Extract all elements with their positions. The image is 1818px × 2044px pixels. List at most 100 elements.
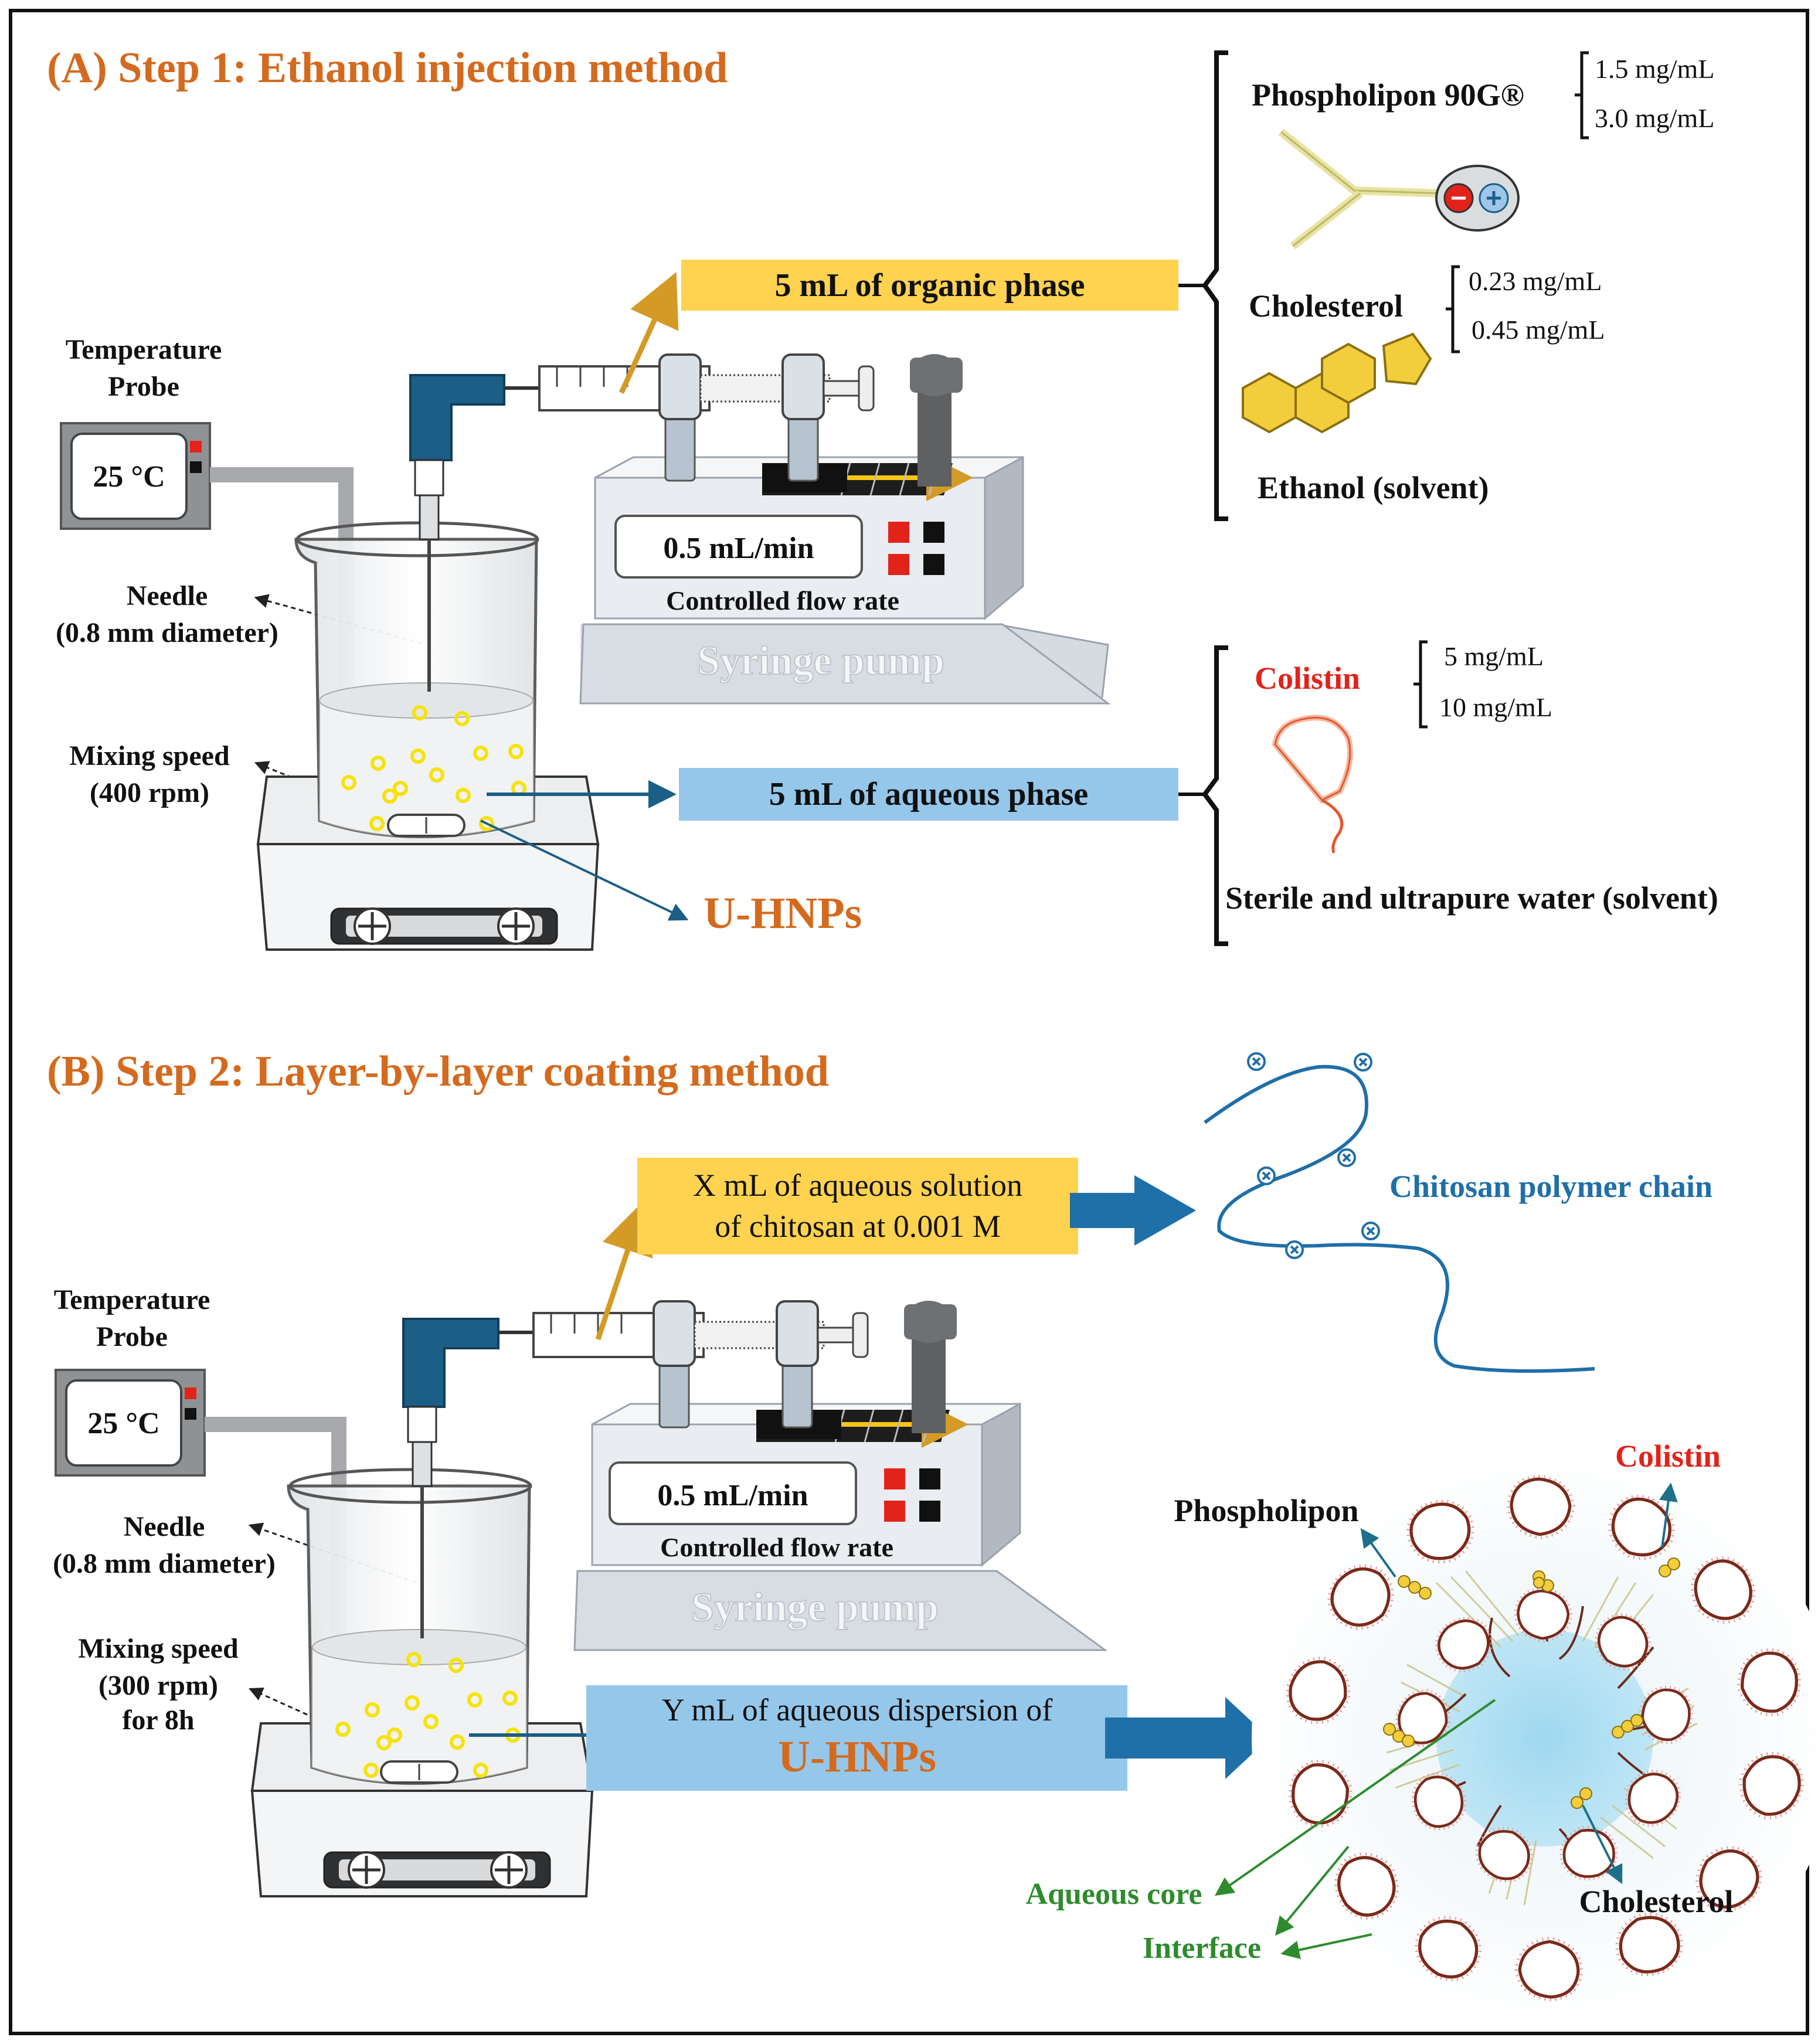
water-label: Sterile and ultrapure water (solvent): [1225, 880, 1718, 916]
colistin-loop: [1699, 1849, 1759, 1909]
cholesterol-conc-2: 0.45 mg/mL: [1472, 315, 1605, 345]
step1-probe-label-2: Probe: [108, 371, 179, 402]
step1-pump-display: 0.5 mL/min: [663, 532, 814, 565]
step1-title: (A) Step 1: Ethanol injection method: [47, 44, 728, 92]
colistin-loop-dots: [1690, 1556, 1756, 1624]
step1-organic-box-label: 5 mL of organic phase: [775, 267, 1085, 304]
colistin-loop: [1741, 1651, 1798, 1713]
cholesterol-icon: [1242, 332, 1432, 434]
step2-beaker: [287, 1468, 532, 1785]
colistin-loop: [1517, 1589, 1570, 1640]
cholesterol-conc-1: 0.23 mg/mL: [1469, 266, 1602, 296]
colistin-conc-1: 5 mg/mL: [1444, 641, 1544, 671]
phospholipon-brace: [1575, 51, 1589, 140]
np-interface-label: Interface: [1143, 1931, 1261, 1965]
colistin-loop-dots: [1514, 1936, 1583, 2002]
colistin-brace: [1413, 640, 1428, 729]
step1-needle-label-2: (0.8 mm diameter): [56, 617, 278, 648]
step2-probe-label-2: Probe: [96, 1321, 168, 1352]
colistin-loop: [1413, 1776, 1464, 1828]
step1-needle-label-1: Needle: [127, 580, 208, 611]
colistin-loop-dots: [1514, 1587, 1573, 1643]
step2-temperature-probe: 25 °C: [55, 1369, 346, 1706]
colistin-loop: [1418, 1919, 1479, 1979]
colistin-loop-dots: [1435, 1617, 1493, 1672]
np-phospholipon-pointer: [1360, 1528, 1396, 1578]
phospholipon-conc-2: 3.0 mg/mL: [1595, 103, 1714, 133]
step2-particles: [335, 1652, 521, 1778]
chitosan-chain-label: Chitosan polymer chain: [1389, 1169, 1712, 1204]
step2-mixing-label-2: (300 rpm): [98, 1670, 218, 1701]
step2-dispersion-box-line-1: Y mL of aqueous dispersion of: [662, 1692, 1052, 1727]
colistin-loop-dots: [1506, 1474, 1575, 1540]
step2-chitosan-box-line-2: of chitosan at 0.001 M: [715, 1209, 1000, 1244]
colistin-loop-dots: [1475, 1827, 1533, 1883]
colistin-loop: [1510, 1477, 1572, 1536]
colistin-loop-dots: [1559, 1826, 1618, 1880]
step1-product-arrow: [480, 819, 689, 921]
step2-dispersion-box: [586, 1685, 1127, 1791]
cholesterol-label: Cholesterol: [1249, 288, 1403, 324]
ethanol-label: Ethanol (solvent): [1258, 470, 1489, 505]
step1-probe-display: 25 °C: [93, 460, 165, 494]
phospholipon-label: Phospholipon 90G®: [1252, 77, 1524, 113]
colistin-loop-dots: [1737, 1648, 1801, 1716]
step1-product-label: U-HNPs: [704, 889, 862, 938]
step1-particles: [341, 705, 526, 831]
step2-probe-label-1: Temperature: [54, 1284, 210, 1315]
colistin-loop: [1627, 1773, 1679, 1824]
step1-pump-name: Syringe pump: [697, 638, 944, 683]
cholesterol-brace: [1446, 265, 1460, 353]
colistin-loop-dots: [1334, 1852, 1399, 1920]
step2-chitosan-big-arrow: [1070, 1175, 1196, 1246]
step2-chitosan-box-line-1: X mL of aqueous solution: [693, 1168, 1022, 1203]
step2-probe-display: 25 °C: [87, 1407, 159, 1440]
colistin-loop: [1518, 1940, 1580, 1999]
step2-chitosan-arrow: [595, 1200, 653, 1341]
colistin-loop-dots: [1406, 1499, 1474, 1563]
colistin-loop-dots: [1625, 1770, 1681, 1827]
step2-pump-display: 0.5 mL/min: [657, 1479, 808, 1512]
phospholipon-conc-1: 1.5 mg/mL: [1595, 54, 1714, 84]
step2-panel: (B) Step 2: Layer-by-layer coating metho…: [47, 1047, 1818, 2031]
colistin-loop: [1337, 1856, 1396, 1917]
colistin-loop-dots: [1289, 1760, 1353, 1828]
colistin-loop-dots: [1286, 1657, 1351, 1725]
colistin-loop-dots: [1615, 1913, 1683, 1977]
step1-organic-box: [681, 260, 1178, 311]
hybrid-nanoparticle-icon: [1252, 1445, 1818, 2031]
step1-syringe-pump: 0.5 mL/min Controlled flow rate Syringe …: [538, 353, 1111, 705]
colistin-loop: [1611, 1497, 1671, 1557]
step2-needle-label-2: (0.8 mm diameter): [53, 1548, 276, 1579]
colistin-loop-dots: [1739, 1751, 1804, 1819]
step1-organic-brace: [1202, 50, 1228, 521]
step1-mixing-label-1: Mixing speed: [69, 740, 230, 771]
chitosan-chain-icon: [1204, 1052, 1595, 1373]
colistin-loop: [1694, 1559, 1752, 1620]
step2-dispersion-box-line-2: U-HNPs: [778, 1732, 936, 1781]
np-colistin-label: Colistin: [1615, 1438, 1721, 1474]
colistin-loop: [1619, 1916, 1680, 1974]
colistin-loop: [1597, 1616, 1649, 1668]
step1-pump-caption: Controlled flow rate: [666, 586, 899, 615]
colistin-loop-dots: [1695, 1846, 1762, 1912]
colistin-loop-dots: [1608, 1494, 1675, 1560]
colistin-loop: [1292, 1763, 1349, 1825]
np-aqueous-core-label: Aqueous core: [1026, 1878, 1202, 1911]
step1-aqueous-box-label: 5 mL of aqueous phase: [769, 776, 1089, 812]
colistin-loop: [1742, 1755, 1801, 1816]
colistin-icon: [1272, 715, 1353, 853]
colistin-loop: [1289, 1660, 1347, 1721]
phospholipid-icon: [1278, 128, 1520, 250]
colistin-loop-dots: [1411, 1772, 1466, 1831]
step2-pump-name: Syringe pump: [691, 1585, 939, 1630]
colistin-loop: [1478, 1830, 1530, 1880]
step2-chitosan-box: [637, 1158, 1078, 1254]
np-colistin-pointer: [1659, 1482, 1678, 1548]
step2-title: (B) Step 2: Layer-by-layer coating metho…: [47, 1047, 829, 1096]
step1-mixing-label-2: (400 rpm): [90, 777, 209, 808]
colistin-loop: [1438, 1619, 1490, 1670]
colistin-loop-dots: [1638, 1686, 1693, 1744]
colistin-loop-dots: [1327, 1564, 1394, 1630]
